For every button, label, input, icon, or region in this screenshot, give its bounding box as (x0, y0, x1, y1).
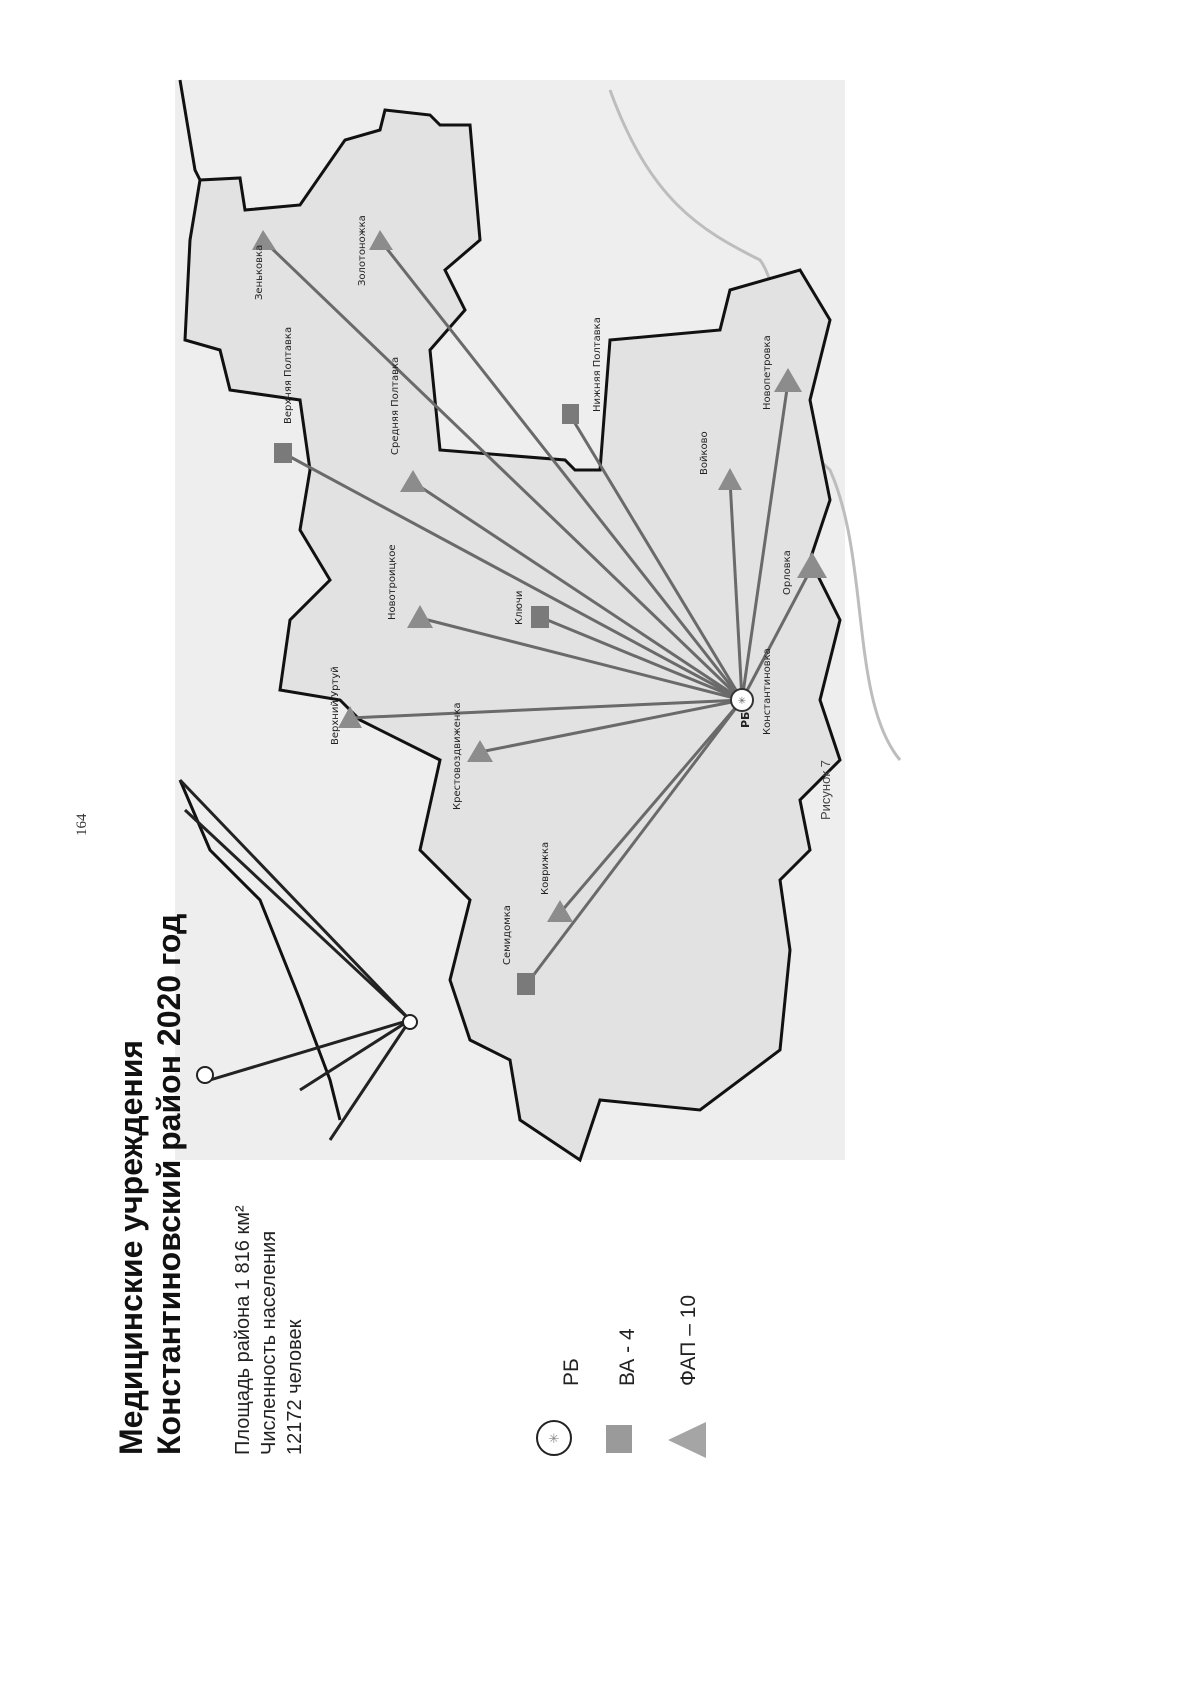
label-orlovka: Орловка (782, 550, 793, 595)
figure-caption: Рисунок 7 (818, 760, 833, 820)
label-kovrizhka: Коврижка (540, 842, 551, 895)
map-labels: Зеньковка Золотоножка Верхняя Полтавка С… (254, 215, 793, 965)
label-zenkovka: Зеньковка (254, 245, 265, 300)
rb-hub-star-icon: ✳ (738, 696, 746, 707)
label-nizhnyaya-poltavka: Нижняя Полтавка (592, 317, 603, 412)
label-srednyaya-poltavka: Средняя Полтавка (390, 357, 401, 455)
fap-marker-zolotonozhka (369, 230, 393, 250)
label-krestovozdvizhenka: Крестовоздвиженка (452, 702, 463, 810)
neighbour-network (178, 778, 412, 1141)
label-verkhny-urtuy: Верхний Уртуй (330, 666, 341, 745)
legend-rb-icon: ✳ (536, 1420, 572, 1456)
va-marker-semidomka (517, 973, 535, 995)
legend-rb-label: РБ (560, 1358, 583, 1386)
population-label: Численность населения (258, 1230, 280, 1455)
va-marker-klyuchi (531, 606, 549, 628)
neighbour-boundary (178, 79, 202, 181)
label-novotroitskoe: Новотроицкое (387, 544, 398, 620)
fap-marker-kovrizhka (547, 900, 573, 922)
label-klyuchi: Ключи (514, 591, 525, 625)
fap-markers (252, 230, 827, 922)
fap-marker-krestovozdvizhenka (467, 740, 493, 762)
page-title-line2: Константиновский район 2020 год (151, 913, 187, 1455)
svg-text:✳: ✳ (549, 1431, 560, 1446)
fap-marker-novotroitskoe (407, 605, 433, 628)
label-voikovo: Войково (699, 431, 710, 475)
label-hub-name: Константиновка (762, 648, 773, 735)
fap-marker-srednyaya-poltavka (400, 470, 426, 492)
legend-va-icon (606, 1425, 632, 1453)
area-text: Площадь района 1 816 км² (232, 1205, 254, 1455)
legend-fap-label: ФАП – 10 (677, 1294, 700, 1386)
label-zolotonozhka: Золотоножка (357, 215, 368, 286)
label-semidomka: Семидомка (502, 905, 513, 965)
population-value: 12172 человек (284, 1319, 306, 1455)
legend-fap-icon (668, 1422, 706, 1458)
fap-marker-orlovka (797, 552, 827, 578)
connection-lines (261, 238, 814, 986)
neighbour-rb-marker (196, 1066, 214, 1084)
fap-marker-verkhny-urtuy (338, 706, 362, 728)
legend-va-label: ВА - 4 (616, 1328, 639, 1386)
fap-marker-novopetrovka (774, 368, 802, 392)
neighbour-boundary-2 (178, 779, 342, 1121)
fap-marker-voikovo (718, 468, 742, 490)
page-title-line1: Медицинские учреждения (113, 1039, 149, 1455)
neighbour-hub-marker (402, 1014, 418, 1030)
va-marker-nizhnyaya-poltavka (562, 404, 579, 424)
va-marker-verkhnyaya-poltavka (274, 443, 292, 463)
fap-marker-zenkovka (252, 230, 276, 250)
rb-hub-marker (730, 688, 754, 712)
va-markers (274, 404, 579, 995)
label-verkhnyaya-poltavka: Верхняя Полтавка (283, 327, 294, 424)
label-hub-code: РБ (739, 712, 752, 728)
label-novopetrovka: Новопетровка (762, 335, 773, 410)
district-boundary (183, 108, 842, 1163)
